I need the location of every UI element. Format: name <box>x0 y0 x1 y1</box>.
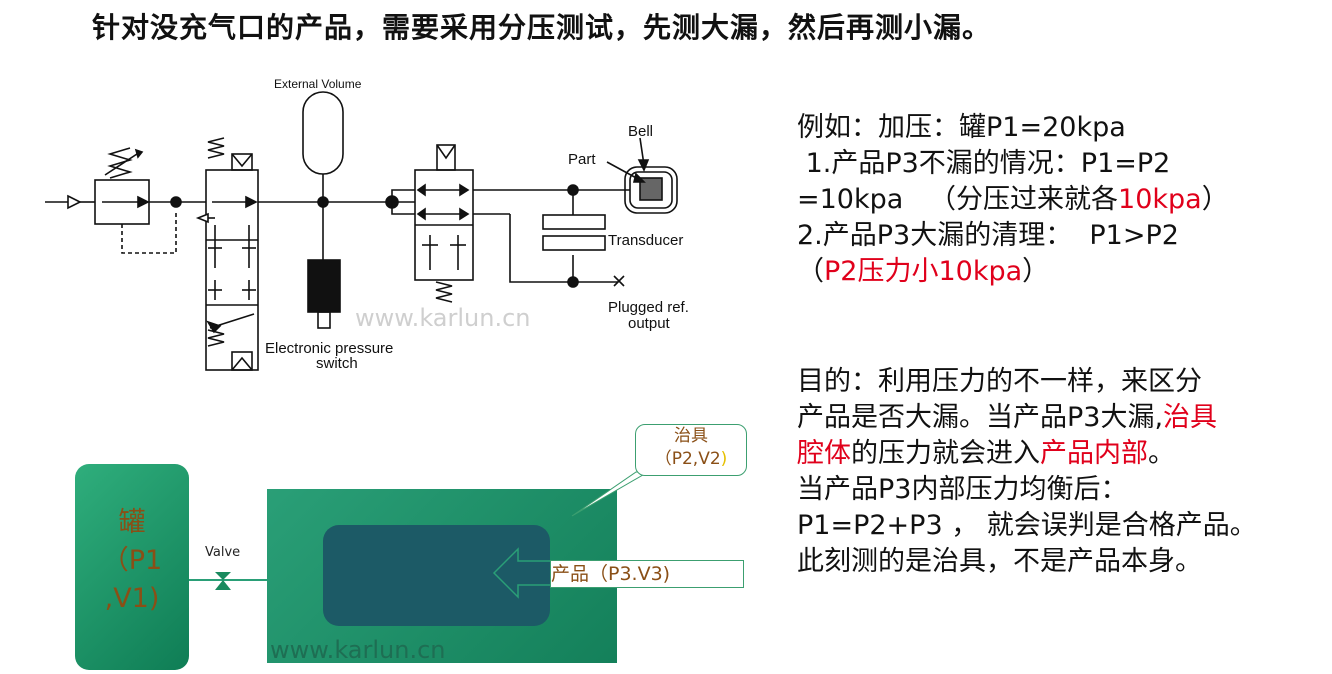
example-line-1: 例如：加压：罐P1=20kpa <box>797 112 1126 143</box>
page-title: 针对没充气口的产品，需要采用分压测试，先测大漏，然后再测小漏。 <box>92 11 992 44</box>
purpose-line-6: 此刻测的是治具，不是产品本身。 <box>797 546 1202 577</box>
example-line-3: =10kpa （分压过来就各10kpa） <box>797 184 1229 215</box>
example-line-2: 1.产品P3不漏的情况：P1=P2 <box>797 148 1171 179</box>
valve-label: Valve <box>205 545 241 560</box>
purpose-line-3: 腔体的压力就会进入产品内部。 <box>797 438 1175 469</box>
example-block: 例如：加压：罐P1=20kpa 1.产品P3不漏的情况：P1=P2 =10kpa… <box>797 110 1327 290</box>
plugged-ref-output-label: output <box>628 315 671 332</box>
eps-switch-label: switch <box>316 355 358 372</box>
purpose-line-5: P1=P2+P3 ， 就会误判是合格产品。 <box>797 510 1257 541</box>
transducer-label: Transducer <box>608 232 683 249</box>
watermark-lower: www.karlun.cn <box>270 636 446 664</box>
callout-pointer <box>571 471 650 517</box>
purpose-line-1: 目的：利用压力的不一样，来区分 <box>797 366 1202 397</box>
product-label: 产品（P3.V3) <box>550 560 744 588</box>
valve-icon <box>189 572 269 590</box>
purpose-block: 目的：利用压力的不一样，来区分 产品是否大漏。当产品P3大漏,治具 腔体的压力就… <box>797 364 1327 580</box>
purpose-line-4: 当产品P3内部压力均衡后： <box>797 474 1128 505</box>
part-label: Part <box>568 151 596 168</box>
external-volume-label: External Volume <box>274 77 362 91</box>
fixture-callout: 治具 （P2,V2) <box>635 424 747 476</box>
tank-label: 罐 （P1 ,V1) <box>101 507 163 614</box>
example-line-4: 2.产品P3大漏的清理： P1>P2 <box>797 220 1179 251</box>
plugged-ref-label: Plugged ref. <box>608 299 689 316</box>
pneumatic-schematic: External Volume Bell Part Transducer Plu… <box>45 77 689 372</box>
bell-label: Bell <box>628 123 653 140</box>
tank: 罐 （P1 ,V1) <box>75 464 189 670</box>
purpose-line-2: 产品是否大漏。当产品P3大漏,治具 <box>797 402 1218 433</box>
example-line-5: （P2压力小10kpa） <box>797 256 1050 287</box>
watermark: www.karlun.cn <box>355 304 531 332</box>
eps-label: Electronic pressure <box>265 340 393 357</box>
